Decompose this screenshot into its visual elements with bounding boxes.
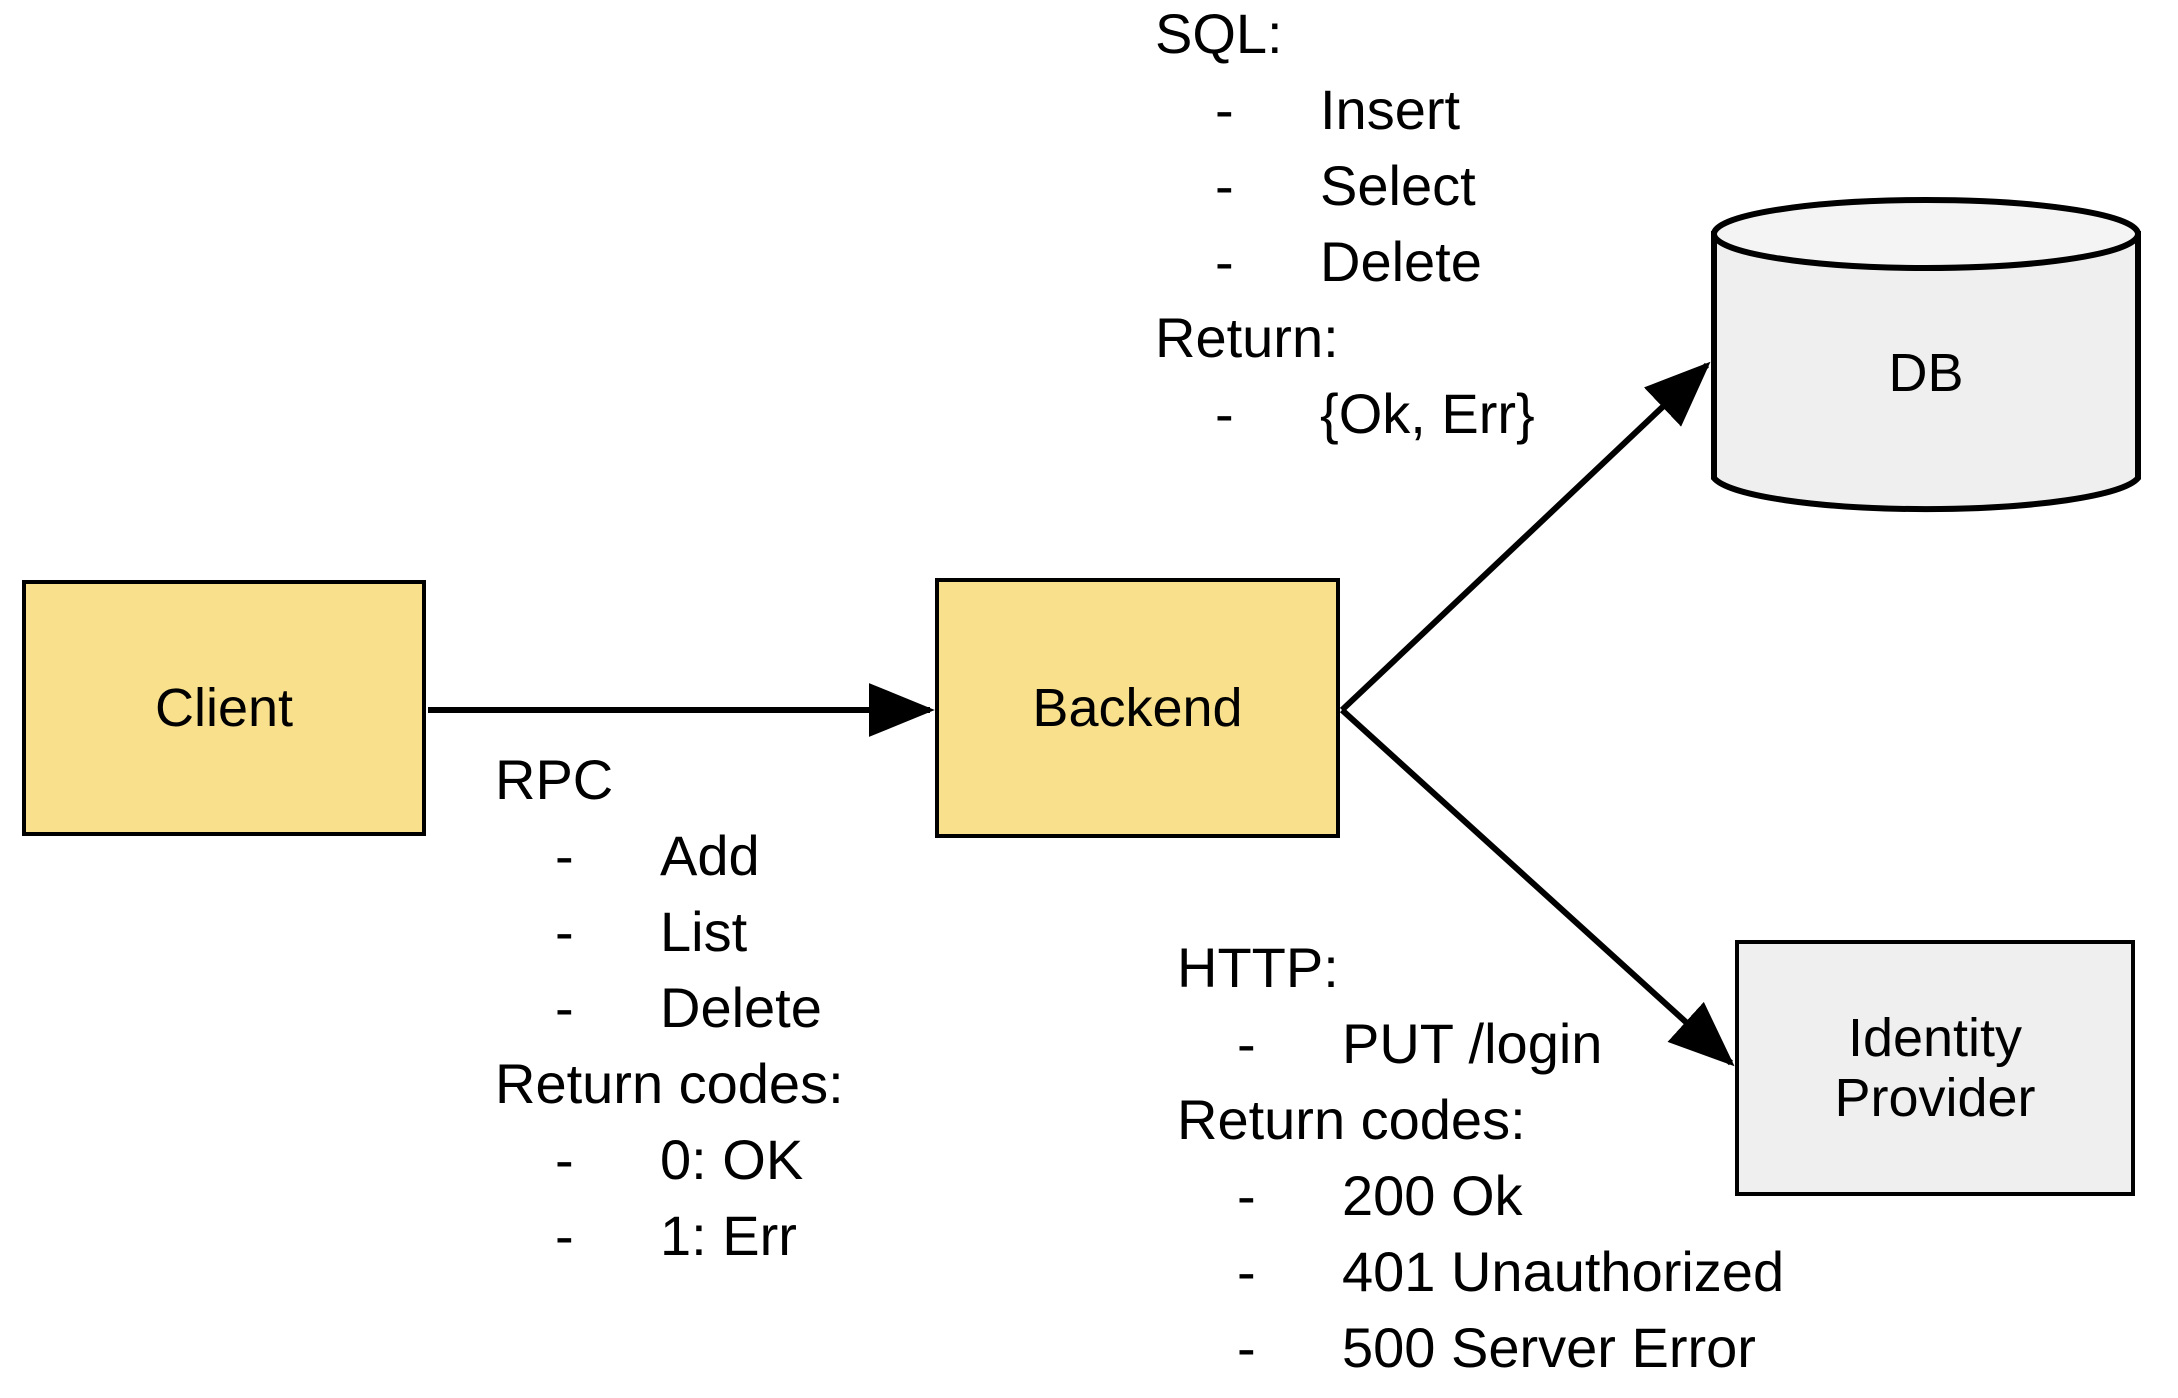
annotation-http-return-label: 401 Unauthorized <box>1342 1240 1785 1303</box>
annotation-sql-operation: - Insert <box>1155 72 1535 148</box>
annotation-http-return-heading: Return codes: <box>1177 1088 1526 1151</box>
bullet-dash: - <box>555 1128 574 1191</box>
annotation-rpc-heading: RPC <box>495 748 614 811</box>
bullet-dash: - <box>1237 1316 1256 1379</box>
annotation-rpc-return: - 1: Err <box>495 1198 844 1274</box>
node-identity-provider-label-line1: Identity <box>1847 1007 2023 1068</box>
annotation-rpc-return-label: 0: OK <box>660 1128 804 1191</box>
node-identity-provider-label: Identity Provider <box>1834 1008 2035 1129</box>
annotation-http-return-label: 200 Ok <box>1342 1164 1523 1227</box>
node-backend-label: Backend <box>1032 677 1243 738</box>
bullet-dash: - <box>1237 1240 1256 1303</box>
annotation-rpc-operation-label: List <box>660 900 748 963</box>
annotation-http-heading: HTTP: <box>1177 936 1339 999</box>
node-backend[interactable]: Backend <box>935 578 1340 838</box>
annotation-rpc-return-heading: Return codes: <box>495 1052 844 1115</box>
node-client[interactable]: Client <box>22 580 426 836</box>
annotation-http-operation: - PUT /login <box>1177 1006 1784 1082</box>
annotation-http-return: - 500 Server Error <box>1177 1310 1784 1386</box>
bullet-dash: - <box>555 976 574 1039</box>
database-cylinder-icon <box>1711 197 2141 513</box>
bullet-dash: - <box>555 1204 574 1267</box>
node-db[interactable]: DB <box>1710 196 2142 516</box>
bullet-dash: - <box>1215 78 1234 141</box>
annotation-sql: SQL: - Insert - Select - Delete Return: … <box>1155 0 1535 452</box>
bullet-dash: - <box>555 900 574 963</box>
annotation-http-operation-label: PUT /login <box>1342 1012 1603 1075</box>
annotation-rpc-operation: - Delete <box>495 970 844 1046</box>
annotation-rpc-return-label: 1: Err <box>660 1204 797 1267</box>
annotation-sql-return-heading: Return: <box>1155 306 1339 369</box>
annotation-rpc-operation-label: Add <box>660 824 760 887</box>
bullet-dash: - <box>1215 230 1234 293</box>
bullet-dash: - <box>1237 1012 1256 1075</box>
bullet-dash: - <box>1215 382 1234 445</box>
annotation-sql-heading: SQL: <box>1155 2 1283 65</box>
annotation-http-return-label: 500 Server Error <box>1342 1316 1756 1379</box>
annotation-http-return: - 200 Ok <box>1177 1158 1784 1234</box>
annotation-rpc-operation: - List <box>495 894 844 970</box>
annotation-sql-operation-label: Delete <box>1320 230 1482 293</box>
annotation-rpc-operation: - Add <box>495 818 844 894</box>
annotation-rpc-return: - 0: OK <box>495 1122 844 1198</box>
node-client-label: Client <box>154 677 294 738</box>
node-db-label: DB <box>1888 343 1964 403</box>
annotation-rpc: RPC - Add - List - Delete Return codes: … <box>495 742 844 1274</box>
node-identity-provider[interactable]: Identity Provider <box>1735 940 2135 1196</box>
annotation-sql-return: - {Ok, Err} <box>1155 376 1535 452</box>
node-identity-provider-label-line2: Provider <box>1834 1068 2036 1128</box>
annotation-sql-operation: - Delete <box>1155 224 1535 300</box>
annotation-http: HTTP: - PUT /login Return codes: - 200 O… <box>1177 930 1784 1386</box>
annotation-http-return: - 401 Unauthorized <box>1177 1234 1784 1310</box>
annotation-sql-operation-label: Select <box>1320 154 1476 217</box>
annotation-sql-return-label: {Ok, Err} <box>1320 382 1535 445</box>
bullet-dash: - <box>1215 154 1234 217</box>
annotation-sql-operation: - Select <box>1155 148 1535 224</box>
annotation-sql-operation-label: Insert <box>1320 78 1461 141</box>
bullet-dash: - <box>555 824 574 887</box>
annotation-rpc-operation-label: Delete <box>660 976 822 1039</box>
bullet-dash: - <box>1237 1164 1256 1227</box>
